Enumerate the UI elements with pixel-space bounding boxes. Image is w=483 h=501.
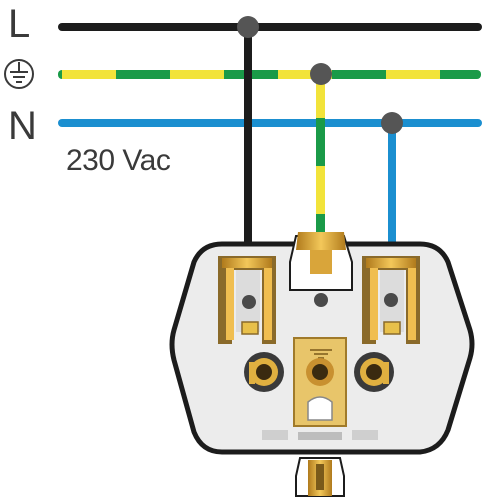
neutral-contact-pad [383, 321, 401, 335]
voltage-label: 230 Vac [66, 144, 171, 177]
line-label: L [8, 2, 31, 46]
line-junction [237, 16, 259, 38]
earth-wire [58, 70, 481, 79]
bottom-slot [298, 432, 342, 440]
ground-symbol-icon [4, 59, 34, 89]
bottom-ledge-right [352, 430, 378, 440]
bottom-ledge-left [262, 430, 288, 440]
line-pin-hole [244, 352, 284, 392]
socket-outlet [169, 232, 475, 497]
line-contact-pad [241, 321, 259, 335]
bottom-earth-clip [295, 457, 345, 497]
neutral-junction [381, 112, 403, 134]
neutral-pin-hole [354, 352, 394, 392]
earth-terminal [289, 232, 353, 307]
earth-junction [310, 63, 332, 85]
earth-drop-wire [316, 74, 325, 242]
earth-contact-block [293, 337, 347, 427]
neutral-label: N [8, 104, 37, 148]
